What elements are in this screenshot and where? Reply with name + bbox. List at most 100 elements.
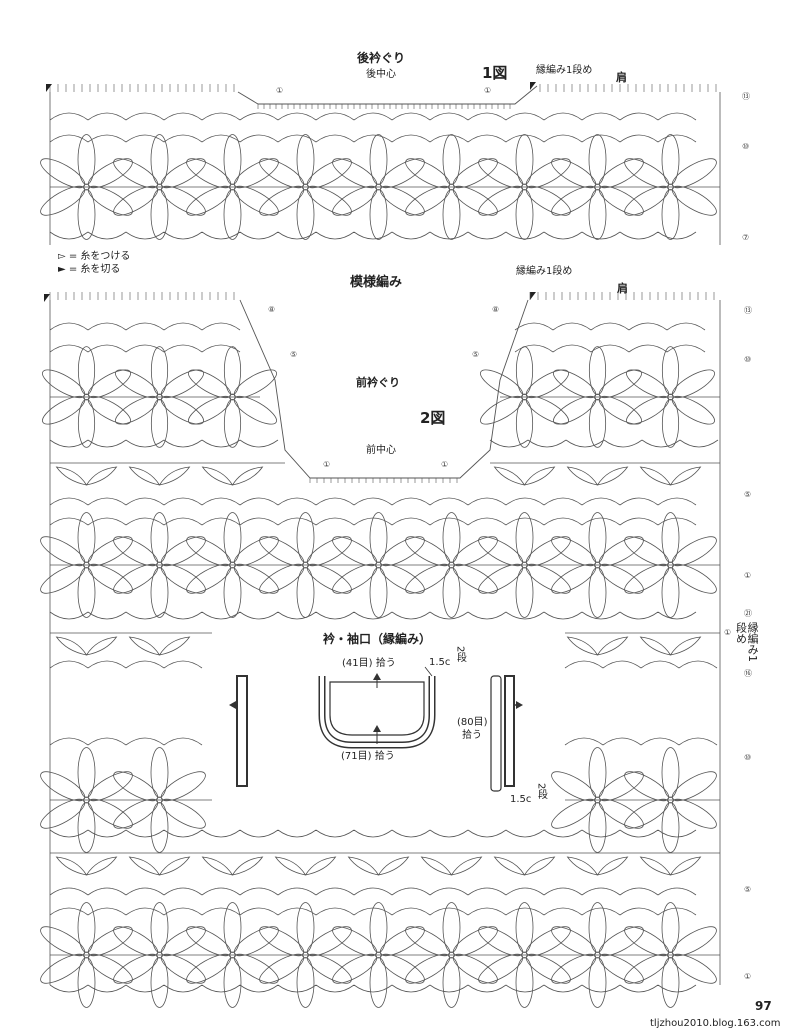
leaf-motif: [55, 856, 118, 876]
flower-center: [375, 183, 382, 191]
flower-petal: [671, 953, 717, 984]
flower-petal: [113, 771, 159, 802]
edge-first-row-vertical: 縁編み1段め: [734, 622, 760, 662]
flower-petal: [160, 798, 206, 829]
arch-row: [514, 322, 706, 331]
flower-center: [594, 393, 601, 401]
flower-petal: [405, 953, 451, 984]
flower-petal: [233, 158, 279, 189]
flower-petal: [87, 158, 133, 189]
flower-center: [521, 561, 528, 569]
leaf-motif: [639, 856, 702, 876]
flower-center: [156, 393, 163, 401]
leaf-motif: [128, 636, 191, 656]
edge-first-row-note-1: 縁編み1段め: [536, 65, 593, 76]
flower-petal: [442, 902, 461, 953]
arch-row: [49, 517, 697, 526]
flower-petal: [306, 953, 352, 984]
flower-center: [521, 951, 528, 959]
flower-petal: [624, 926, 670, 957]
flower-petal: [332, 563, 378, 594]
flower-petal: [160, 536, 206, 567]
flower-petal: [87, 798, 133, 829]
arch-row: [489, 439, 719, 448]
shoulder-label-2: 肩: [617, 282, 628, 295]
leaf-motif: [566, 856, 629, 876]
flower-petal: [369, 957, 388, 1008]
legend-attach-yarn: ▻ = 糸をつける: [58, 251, 131, 262]
arch-row: [564, 737, 718, 746]
flower-petal: [661, 902, 680, 953]
flower-petal: [515, 189, 534, 240]
flower-petal: [306, 563, 352, 594]
flower-center: [667, 183, 674, 191]
flower-petal: [588, 398, 607, 448]
flower-petal: [624, 536, 670, 567]
flower-petal: [332, 536, 378, 567]
flower-petal: [160, 185, 206, 216]
flower-petal: [598, 953, 644, 984]
flower-center: [229, 951, 236, 959]
flower-petal: [233, 536, 279, 567]
arch-row: [49, 737, 203, 746]
flower-petal: [115, 395, 159, 425]
flower-petal: [223, 567, 242, 618]
flower-petal: [186, 158, 232, 189]
flower-petal: [186, 536, 232, 567]
flower-petal: [87, 563, 133, 594]
pattern-stitch-title: 模様編み: [350, 275, 403, 290]
flower-petal: [40, 926, 86, 957]
chain-stitch-ticks: [49, 84, 235, 92]
flower-petal: [553, 369, 597, 399]
arch-row: [49, 497, 697, 506]
flower-petal: [113, 158, 159, 189]
flower-petal: [551, 771, 597, 802]
flower-petal: [515, 346, 534, 396]
flower-petal: [661, 747, 680, 798]
flower-petal: [77, 567, 96, 618]
flower-center: [229, 561, 236, 569]
flower-petal: [515, 398, 534, 448]
flower-petal: [40, 185, 86, 216]
flower-petal: [306, 536, 352, 567]
flower-petal: [160, 563, 206, 594]
flower-petal: [306, 185, 352, 216]
flower-petal: [332, 926, 378, 957]
flower-petal: [150, 567, 169, 618]
front-center-label: 前中心: [366, 445, 396, 456]
flower-petal: [452, 563, 498, 594]
flower-petal: [113, 798, 159, 829]
flower-petal: [150, 346, 169, 396]
chain-stitch-ticks: [257, 104, 511, 109]
chain-stitch-ticks: [529, 292, 715, 300]
flower-petal: [223, 189, 242, 240]
flower-petal: [442, 567, 461, 618]
flower-petal: [223, 346, 242, 396]
figure-1-label: 1図: [482, 64, 508, 82]
flower-petal: [452, 185, 498, 216]
flower-center: [448, 183, 455, 191]
row-number: ⑩: [744, 355, 752, 364]
neck-mark-left: ①: [323, 460, 331, 469]
flower-petal: [306, 158, 352, 189]
flower-petal: [40, 563, 86, 594]
flower-petal: [525, 926, 571, 957]
flower-petal: [515, 512, 534, 563]
flower-petal: [223, 398, 242, 448]
flower-petal: [379, 953, 425, 984]
flower-petal: [113, 536, 159, 567]
inset-right-strip: [490, 675, 502, 792]
figure-2-label: 2図: [420, 409, 446, 427]
source-watermark: tljzhou2010.blog.163.com: [650, 1018, 781, 1029]
flower-petal: [40, 536, 86, 567]
flower-center: [229, 393, 236, 401]
neck-mark-left: ⑤: [290, 350, 298, 359]
legend-cut-yarn: ► = 糸を切る: [58, 264, 121, 275]
flower-petal: [296, 567, 315, 618]
flower-petal: [588, 747, 607, 798]
edge-width-2: 1.5c: [510, 794, 532, 805]
flower-petal: [233, 395, 277, 425]
flower-petal: [598, 771, 644, 802]
row-number: ⑬: [742, 92, 750, 101]
neck-mark-right: ⑤: [472, 350, 480, 359]
